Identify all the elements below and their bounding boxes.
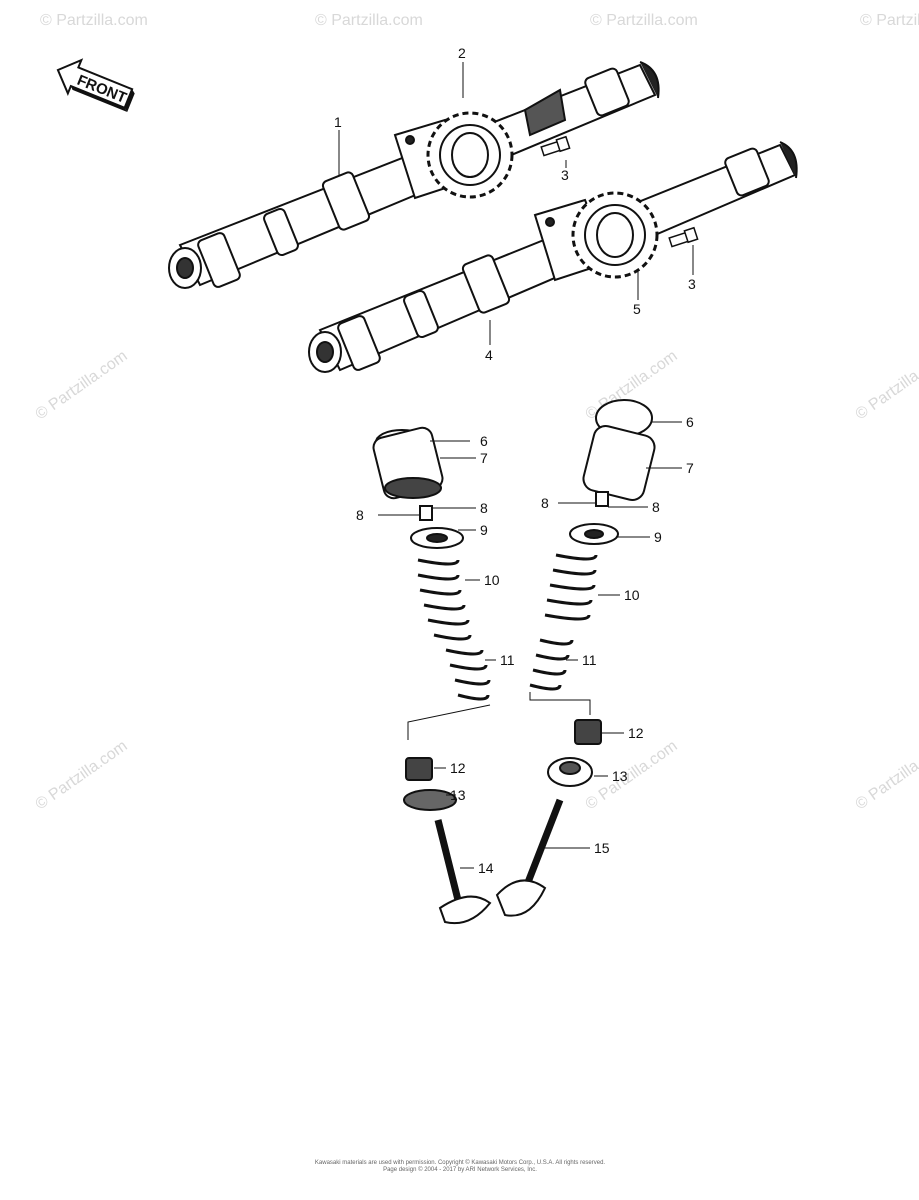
callout-3a: 3 [561, 167, 569, 183]
callout-8a: 8 [356, 507, 364, 523]
valve-assembly-right [495, 399, 656, 917]
callout-2: 2 [458, 45, 466, 61]
callout-8c: 8 [541, 495, 549, 511]
callout-15: 15 [594, 840, 610, 856]
callout-5: 5 [633, 301, 641, 317]
watermark: © Partzilla.com [40, 12, 148, 29]
copyright-notice: Kawasaki materials are used with permiss… [300, 1160, 620, 1174]
callout-10a: 10 [484, 572, 500, 588]
leader-lines [338, 62, 694, 869]
callout-9a: 9 [480, 522, 488, 538]
callout-12b: 12 [628, 725, 644, 741]
callout-7b: 7 [686, 460, 694, 476]
watermark: © Partzilla.com [590, 12, 698, 29]
camshaft-1 [168, 61, 660, 289]
callout-9b: 9 [654, 529, 662, 545]
bolt-3a [540, 135, 571, 157]
callouts: 1 2 3 3 4 5 6 6 7 7 8 8 8 8 9 9 10 10 11… [334, 45, 696, 876]
callout-13a: 13 [450, 787, 466, 803]
copyright-line-1: Kawasaki materials are used with permiss… [314, 1160, 606, 1166]
callout-4: 4 [485, 347, 493, 363]
callout-3b: 3 [688, 276, 696, 292]
callout-6a: 6 [480, 433, 488, 449]
callout-7a: 7 [480, 450, 488, 466]
valve-assembly-left [372, 426, 492, 925]
front-arrow-icon: FRONT [56, 58, 135, 113]
callout-11b: 11 [582, 652, 597, 668]
callout-10b: 10 [624, 587, 640, 603]
copyright-line-2: Page design © 2004 - 2017 by ARI Network… [383, 1167, 537, 1173]
watermark: © Partzilla.com [583, 738, 681, 814]
watermark: © Partzilla.com [853, 348, 919, 424]
watermark: © Partzilla.com [315, 12, 423, 29]
watermark: © Partzilla.com [33, 738, 131, 814]
watermark: © Partzilla.com [33, 348, 131, 424]
callout-11a: 11 [500, 652, 515, 668]
watermark: © Partzilla.com [860, 12, 919, 29]
camshaft-2 [308, 141, 798, 373]
callout-8d: 8 [652, 499, 660, 515]
callout-12a: 12 [450, 760, 466, 776]
callout-13b: 13 [612, 768, 628, 784]
bolt-3b [668, 226, 699, 248]
callout-1: 1 [334, 114, 342, 130]
callout-14: 14 [478, 860, 494, 876]
watermark: © Partzilla.com [853, 738, 919, 814]
callout-8b: 8 [480, 500, 488, 516]
callout-6b: 6 [686, 414, 694, 430]
